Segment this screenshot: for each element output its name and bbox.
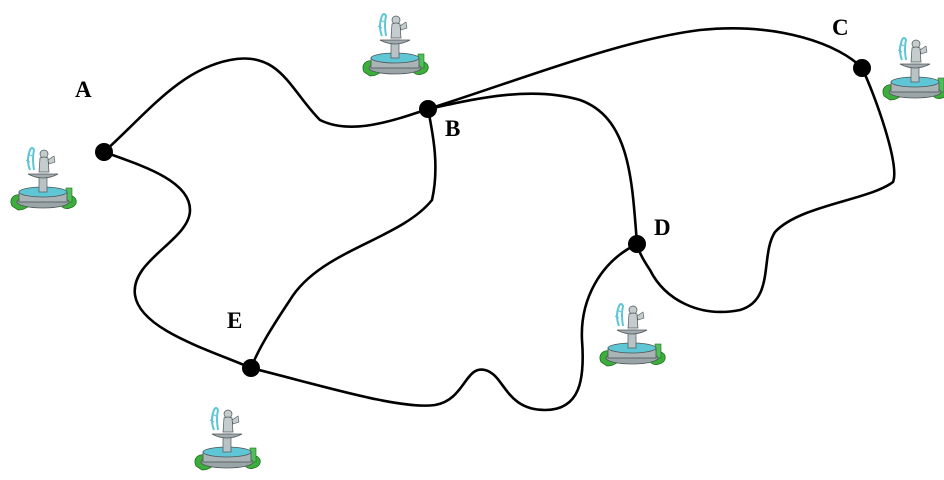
fountain-icon xyxy=(596,295,668,373)
fountain-icon xyxy=(7,139,79,217)
node-b-label: B xyxy=(445,116,460,141)
edge-c-d xyxy=(635,66,896,314)
edge-b-e xyxy=(249,107,437,370)
edge-a-e xyxy=(102,150,253,370)
edge-d-e xyxy=(249,242,639,412)
node-d-label: D xyxy=(654,215,671,240)
node-e-label: E xyxy=(227,308,242,333)
edge-a-b xyxy=(102,57,430,154)
node-c-dot xyxy=(853,59,871,77)
node-b-dot xyxy=(419,100,437,118)
fountain-icon xyxy=(191,399,263,477)
node-a-label: A xyxy=(75,77,92,102)
fountain-icon xyxy=(359,5,431,83)
node-e-dot xyxy=(242,359,260,377)
edge-b-c xyxy=(426,27,864,111)
edge-b-d xyxy=(426,92,639,246)
node-c-label: C xyxy=(832,15,849,40)
node-a-dot xyxy=(95,143,113,161)
fountain-icon xyxy=(879,29,944,107)
node-d-dot xyxy=(628,235,646,253)
